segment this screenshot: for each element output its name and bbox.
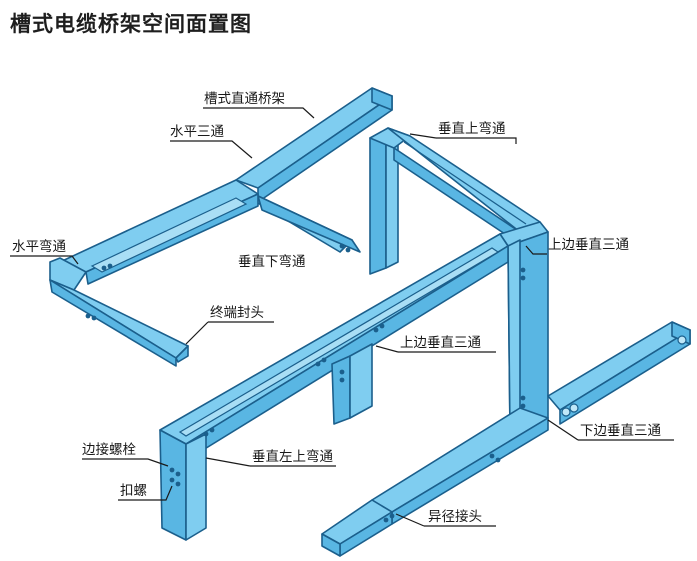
vertical-column [369,127,411,275]
tray-front-straight [49,279,189,359]
label-vertical-up-elbow: 垂直上弯通 [438,120,506,137]
tray-left-straight [59,179,259,273]
middle-drop-face [349,343,373,419]
upper-tray-loop [49,87,393,367]
bolt [489,453,495,459]
leader-vertical-up-elbow-arrow [409,133,437,139]
tray-back-end-cap [371,87,393,111]
bolt [339,369,345,375]
bolt [520,403,526,409]
leader-connector-bolt [82,458,169,467]
bolt [169,467,175,473]
bolt [91,315,97,321]
leader-horizontal-tee [170,140,253,159]
leader-upper-vertical-tee-2-arrow [375,345,399,353]
leader-vertical-left-up-elbow-arrow [205,457,251,467]
lower-tray-top [371,407,549,513]
vertical-left-up-elbow-front [159,429,187,541]
label-connector-bolt: 边接螺栓 [82,441,136,458]
tray-front-straight-side2 [49,279,177,367]
bolt [389,513,395,519]
hole [569,403,579,413]
diagram-title: 槽式电缆桥架空间面置图 [10,12,252,36]
bolt [520,267,526,273]
bolt [495,457,501,463]
middle-drop [331,343,373,425]
bolt [383,517,389,523]
bolt [373,327,379,333]
labels: 槽式直通桥架 水平三通 垂直上弯通 水平弯通 垂直下弯通 上边垂直三通 终端封头… [12,91,661,525]
label-upper-vertical-tee-2: 上边垂直三通 [400,335,481,351]
upper-loop-bolts [85,243,351,321]
label-reducer: 异径接头 [428,508,482,525]
leader-vertical-up-elbow [436,137,517,144]
leader-straight-tray [203,107,315,119]
tray-horizontal-elbow [49,257,87,291]
lower-bolts [383,453,501,523]
hole [561,407,571,417]
vertical-column-front [369,131,387,275]
bolt [339,377,345,383]
middle-drop-front [331,355,351,425]
right-tray-holes [561,335,687,417]
bolt [339,243,345,249]
leader-reducer-arrow [395,513,425,527]
right-long-tray [547,321,691,425]
riser-bolts [520,267,526,409]
label-vertical-left-up-elbow: 垂直左上弯通 [252,448,333,465]
rear-upper-inner [403,141,527,225]
lower-tray [321,407,549,557]
bolt [345,247,351,253]
leader-horizontal-elbow [10,255,79,265]
label-nut: 扣螺 [120,483,147,499]
bolt [169,477,175,483]
tray-front-straight-side [175,345,189,363]
leader-end-cap-arrow [185,321,209,345]
bolt [107,263,113,269]
leader-upper-vertical-tee-1 [525,245,547,255]
hole [677,335,687,345]
bolt [85,313,91,319]
label-end-cap: 终端封头 [210,305,264,321]
bolt [175,471,181,477]
label-horizontal-tee: 水平三通 [170,124,224,140]
reducer-end [321,533,341,557]
bolt [520,395,526,401]
bolt [315,361,321,367]
bolt [101,265,107,271]
bolt [203,431,209,437]
middle-tray-inner [178,247,500,437]
bolt [175,481,181,487]
label-upper-vertical-tee-1: 上边垂直三通 [548,237,629,253]
label-vertical-down-elbow: 垂直下弯通 [238,253,306,270]
label-straight-tray: 槽式直通桥架 [204,91,285,107]
vertical-left-up-elbow-face [185,433,207,541]
tray-branch-down-side [257,195,361,253]
middle-long-tray [159,233,509,541]
label-horizontal-elbow: 水平弯通 [12,238,66,255]
right-riser [499,221,549,433]
rear-upper-top [387,127,541,233]
bolt [520,275,526,281]
right-tray-top [547,321,691,411]
rear-upper-tray [387,127,541,245]
bolt [321,357,327,363]
label-lower-vertical-tee: 下边垂直三通 [580,423,661,439]
leader-nut [118,485,173,501]
bolt [379,323,385,329]
right-riser-face [507,239,521,433]
connector-bolts [169,323,385,487]
leader-lines [10,107,674,527]
bolt [209,427,215,433]
leader-lower-vertical-tee-arrow [547,419,579,441]
tray-inner-channel [90,197,248,273]
